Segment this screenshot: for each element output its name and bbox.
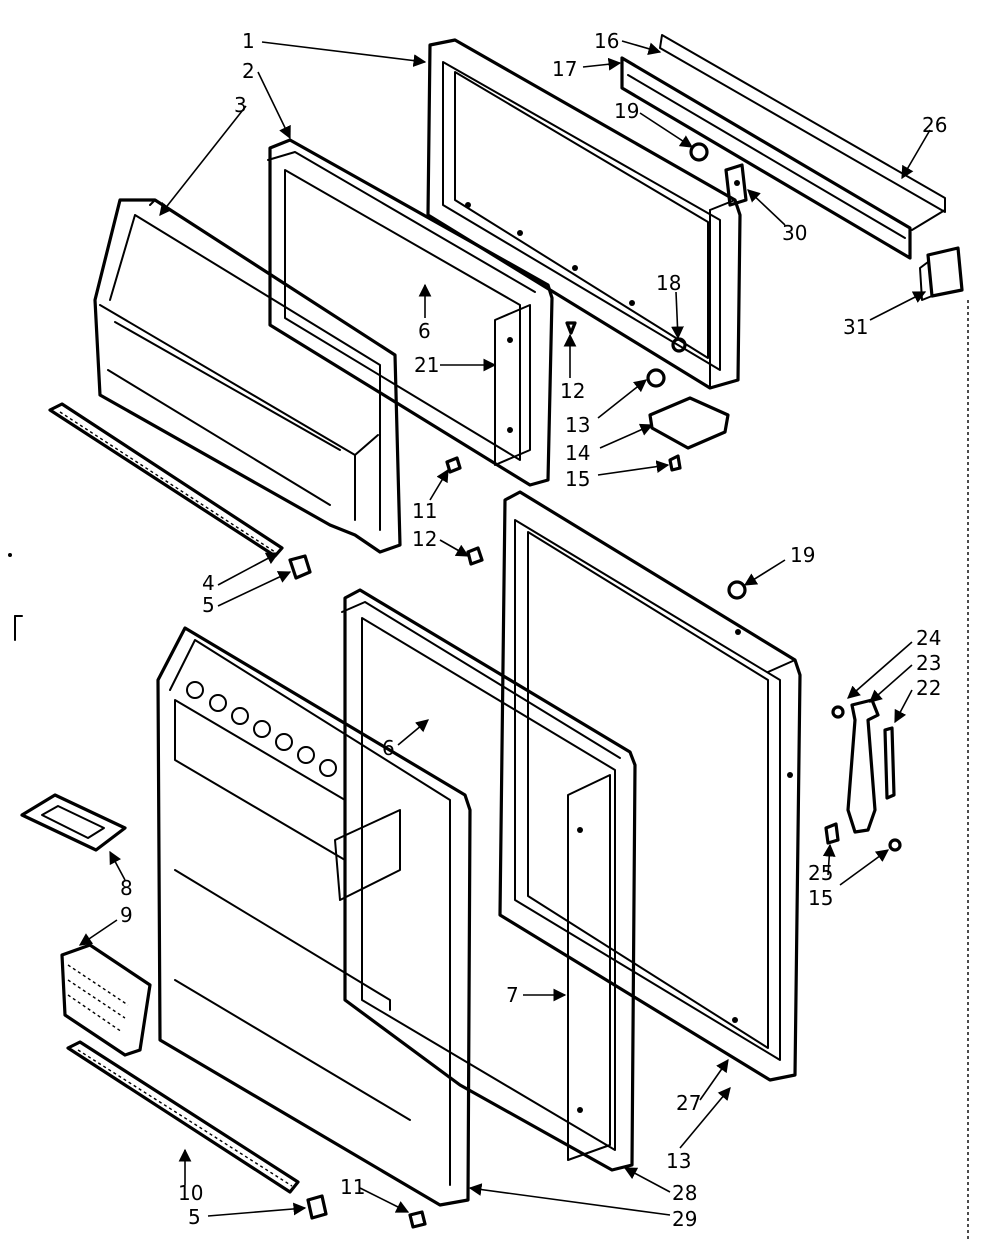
callout-9: 9 xyxy=(120,903,133,927)
freezer-door-liner-frame xyxy=(267,138,554,487)
callout-5b: 5 xyxy=(188,1205,201,1229)
callout-19: 19 xyxy=(614,99,639,123)
callout-29: 29 xyxy=(672,1207,697,1231)
callout-6b: 6 xyxy=(382,736,395,760)
scan-edge-marks xyxy=(8,300,969,1240)
callout-1: 1 xyxy=(242,29,255,53)
callout-15b: 15 xyxy=(808,886,833,910)
callout-30: 30 xyxy=(782,221,807,245)
clip-5-lower xyxy=(306,1194,427,1229)
dairy-cover-9 xyxy=(60,943,152,1057)
butter-door-8 xyxy=(20,793,127,852)
callout-10: 10 xyxy=(178,1181,203,1205)
callout-13b: 13 xyxy=(666,1149,691,1173)
callout-11: 11 xyxy=(412,499,437,523)
callout-22: 22 xyxy=(916,676,941,700)
callout-13: 13 xyxy=(565,413,590,437)
callout-11b: 11 xyxy=(340,1175,365,1199)
callout-6: 6 xyxy=(418,319,431,343)
callout-15: 15 xyxy=(565,467,590,491)
door-handle-assembly xyxy=(824,698,902,852)
bracket-30 xyxy=(724,163,748,207)
callout-2: 2 xyxy=(242,59,255,83)
leader-lines xyxy=(78,40,931,1217)
freezer-door-outer-panel xyxy=(426,38,742,390)
fresh-food-door-liner-frame xyxy=(341,588,637,1172)
callout-21: 21 xyxy=(414,353,439,377)
top-trim-strips xyxy=(620,34,946,260)
clip-5-upper xyxy=(288,554,312,580)
callout-12b: 12 xyxy=(412,527,437,551)
callout-12: 12 xyxy=(560,379,585,403)
freezer-door-inner-liner xyxy=(93,198,402,554)
callout-7: 7 xyxy=(506,983,519,1007)
hardware-small xyxy=(445,142,747,600)
callout-27: 27 xyxy=(676,1091,701,1115)
callout-31: 31 xyxy=(843,315,868,339)
callout-18: 18 xyxy=(656,271,681,295)
fresh-food-door-inner-liner xyxy=(156,626,472,1207)
callout-16: 16 xyxy=(594,29,619,53)
fresh-food-door-outer-panel xyxy=(498,490,802,1082)
callout-24: 24 xyxy=(916,626,941,650)
callout-28: 28 xyxy=(672,1181,697,1205)
callout-26: 26 xyxy=(922,113,947,137)
end-cap-31 xyxy=(919,246,964,301)
callout-5: 5 xyxy=(202,593,215,617)
callout-19b: 19 xyxy=(790,543,815,567)
callout-3: 3 xyxy=(234,93,247,117)
callout-17: 17 xyxy=(552,57,577,81)
callout-14: 14 xyxy=(565,441,590,465)
callout-23: 23 xyxy=(916,651,941,675)
callout-25: 25 xyxy=(808,861,833,885)
callout-4: 4 xyxy=(202,571,215,595)
callout-labels: 1 2 3 16 17 19 26 30 31 18 6 21 12 13 14… xyxy=(120,29,947,1231)
callout-8: 8 xyxy=(120,876,133,900)
freezer-trim-strip xyxy=(48,402,284,558)
bottom-trim-strip xyxy=(66,1040,300,1194)
